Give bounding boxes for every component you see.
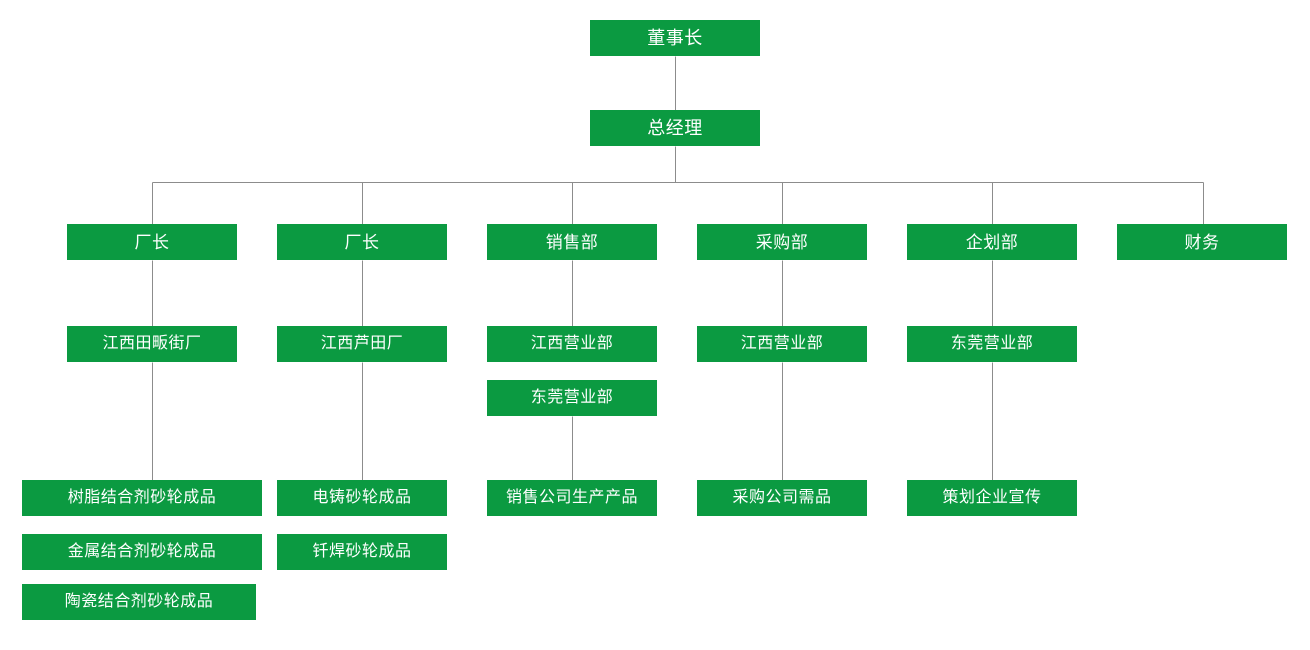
org-node-leaf-3[interactable]: 陶瓷结合剂砂轮成品 bbox=[22, 584, 256, 620]
org-node-unit-2[interactable]: 江西芦田厂 bbox=[277, 326, 447, 362]
org-node-label: 江西营业部 bbox=[740, 335, 824, 352]
org-node-label: 陶瓷结合剂砂轮成品 bbox=[64, 593, 214, 610]
org-node-leaf-1[interactable]: 树脂结合剂砂轮成品 bbox=[22, 480, 262, 516]
org-node-label: 东莞营业部 bbox=[530, 389, 614, 406]
org-node-label: 董事长 bbox=[647, 28, 703, 48]
org-node-label: 江西田畈街厂 bbox=[102, 335, 202, 352]
org-node-label: 金属结合剂砂轮成品 bbox=[67, 543, 217, 560]
org-node-leaf-8[interactable]: 策划企业宣传 bbox=[907, 480, 1077, 516]
org-node-label: 江西营业部 bbox=[530, 335, 614, 352]
org-node-planning-dept[interactable]: 企划部 bbox=[907, 224, 1077, 260]
org-node-leaf-6[interactable]: 销售公司生产产品 bbox=[487, 480, 657, 516]
org-node-label: 树脂结合剂砂轮成品 bbox=[67, 489, 217, 506]
org-node-chairman[interactable]: 董事长 bbox=[590, 20, 760, 56]
org-node-unit-6[interactable]: 东莞营业部 bbox=[907, 326, 1077, 362]
org-node-label: 销售部 bbox=[545, 232, 599, 252]
org-node-leaf-2[interactable]: 金属结合剂砂轮成品 bbox=[22, 534, 262, 570]
org-node-sales-dept[interactable]: 销售部 bbox=[487, 224, 657, 260]
org-node-unit-1[interactable]: 江西田畈街厂 bbox=[67, 326, 237, 362]
org-node-unit-4[interactable]: 东莞营业部 bbox=[487, 380, 657, 416]
org-node-label: 厂长 bbox=[134, 232, 170, 252]
org-node-label: 总经理 bbox=[647, 118, 703, 138]
org-node-factory-2[interactable]: 厂长 bbox=[277, 224, 447, 260]
org-node-label: 电铸砂轮成品 bbox=[312, 489, 412, 506]
org-node-label: 策划企业宣传 bbox=[942, 489, 1042, 506]
org-node-label: 厂长 bbox=[344, 232, 380, 252]
org-node-unit-5[interactable]: 江西营业部 bbox=[697, 326, 867, 362]
org-node-label: 江西芦田厂 bbox=[320, 335, 404, 352]
org-node-gm[interactable]: 总经理 bbox=[590, 110, 760, 146]
org-node-label: 东莞营业部 bbox=[950, 335, 1034, 352]
org-node-label: 采购部 bbox=[755, 232, 809, 252]
org-node-unit-3[interactable]: 江西营业部 bbox=[487, 326, 657, 362]
org-node-label: 钎焊砂轮成品 bbox=[312, 543, 412, 560]
org-node-factory-1[interactable]: 厂长 bbox=[67, 224, 237, 260]
org-node-label: 销售公司生产产品 bbox=[505, 489, 638, 506]
org-node-purchase-dept[interactable]: 采购部 bbox=[697, 224, 867, 260]
org-node-label: 采购公司需品 bbox=[732, 489, 832, 506]
org-node-label: 财务 bbox=[1184, 232, 1220, 252]
org-node-leaf-4[interactable]: 电铸砂轮成品 bbox=[277, 480, 447, 516]
org-node-finance-dept[interactable]: 财务 bbox=[1117, 224, 1287, 260]
org-node-label: 企划部 bbox=[965, 232, 1019, 252]
org-node-leaf-5[interactable]: 钎焊砂轮成品 bbox=[277, 534, 447, 570]
org-node-leaf-7[interactable]: 采购公司需品 bbox=[697, 480, 867, 516]
